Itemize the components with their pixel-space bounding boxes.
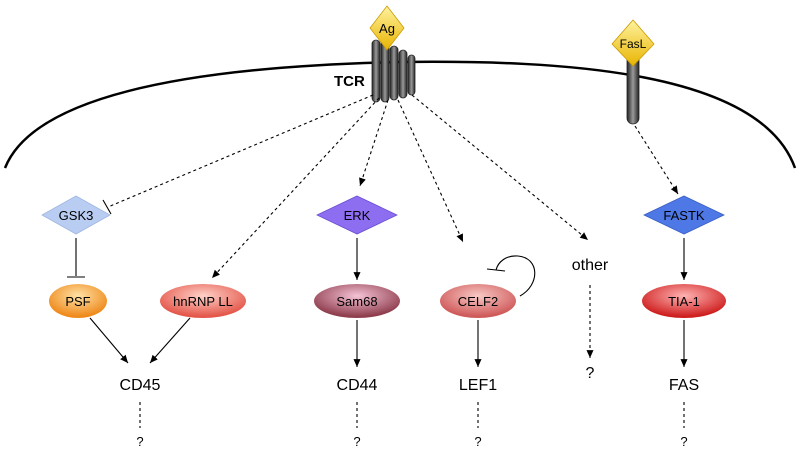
hnrnp-ll-factor: hnRNP LL [160, 284, 246, 318]
hnrnp-label: hnRNP LL [173, 294, 233, 309]
fastk-label: FASTK [663, 208, 705, 223]
erk-kinase: ERK [316, 195, 398, 235]
psf-to-cd45-arrow [89, 317, 129, 364]
fastk-kinase: FASTK [643, 195, 725, 235]
tcr-to-gsk3-inhibit [107, 94, 374, 208]
lef1-label: LEF1 [459, 377, 497, 394]
tcr-to-erk-arrow [359, 99, 389, 187]
tcr-to-celf2-arrow [397, 99, 464, 243]
tcr-to-other-arrow [411, 94, 589, 241]
cd45-label: CD45 [120, 377, 161, 394]
fas-label: FAS [669, 377, 699, 394]
sam68-label: Sam68 [336, 294, 377, 309]
tia1-label: TIA-1 [668, 294, 700, 309]
other-label: other [572, 257, 609, 274]
cd44-unknown-label: ? [353, 434, 360, 449]
tia1-factor: TIA-1 [642, 284, 726, 318]
ag-label: Ag [379, 21, 395, 36]
psf-factor: PSF [49, 284, 107, 318]
psf-label: PSF [65, 294, 90, 309]
cd44-label: CD44 [337, 377, 378, 394]
sam68-factor: Sam68 [314, 284, 400, 318]
fas-to-fastk-arrow [634, 125, 679, 195]
gsk3-label: GSK3 [59, 208, 94, 223]
tcr-receptor [371, 39, 416, 103]
celf2-label: CELF2 [458, 294, 498, 309]
hnrnp-to-cd45-arrow [149, 317, 191, 364]
tcr-to-hnrnp-arrow [211, 97, 380, 279]
fasl-ligand-diamond: FasL [611, 19, 655, 67]
celf2-factor: CELF2 [440, 284, 516, 318]
lef1-unknown-label: ? [474, 434, 481, 449]
celf2-autoregulation-bar [486, 268, 506, 272]
cd45-unknown-label: ? [136, 434, 143, 449]
celf2-autoregulation-loop [495, 255, 536, 297]
ag-antigen-diamond: Ag [369, 5, 405, 51]
tcr-gsk3-inhibit-bar [102, 199, 112, 215]
tcr-label: TCR [334, 73, 365, 90]
erk-label: ERK [344, 208, 371, 223]
fas-unknown-label: ? [680, 434, 687, 449]
other-unknown-label: ? [586, 365, 595, 382]
fasl-label: FasL [620, 37, 647, 51]
gsk3-kinase: GSK3 [41, 195, 111, 235]
